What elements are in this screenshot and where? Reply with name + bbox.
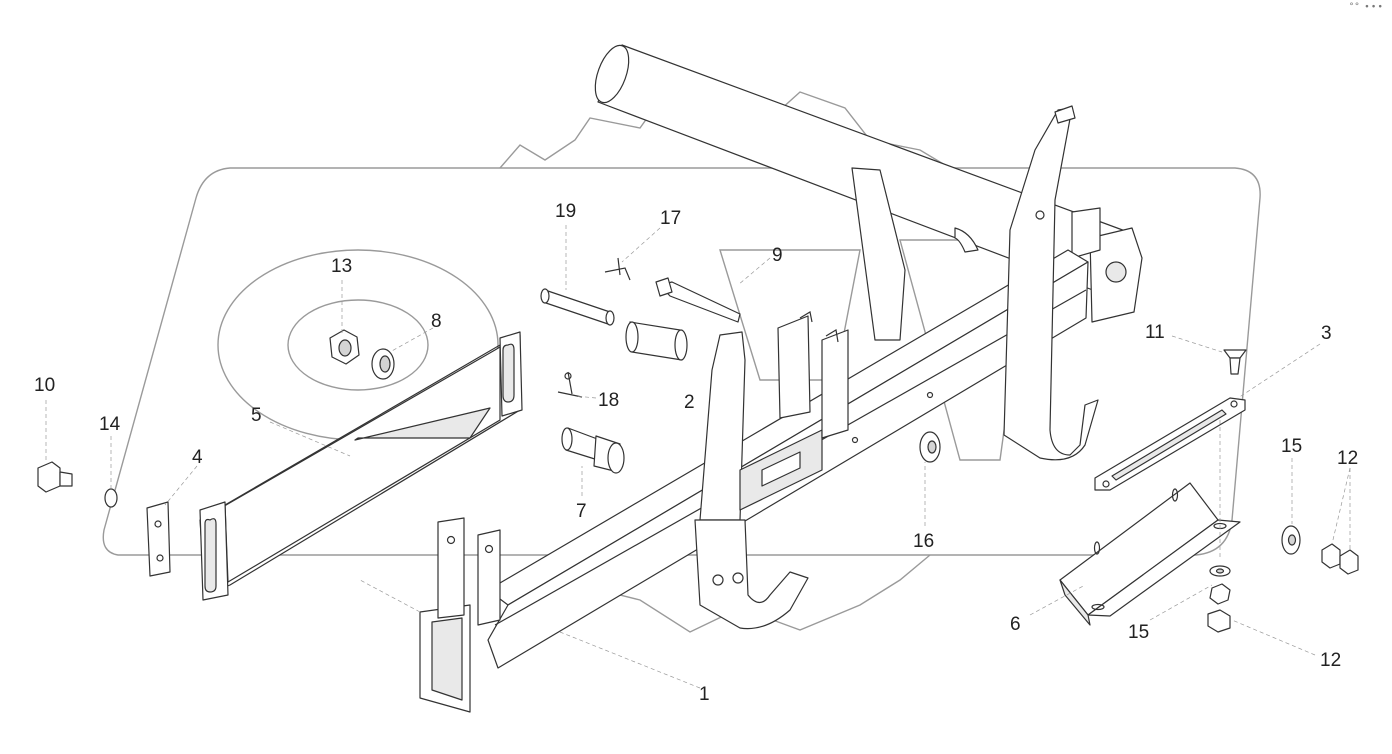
label-13: 13 bbox=[331, 256, 352, 277]
label-2: 2 bbox=[684, 392, 695, 413]
part-10-bolt bbox=[37, 461, 73, 493]
part-11-screw bbox=[1223, 349, 1247, 375]
callout-labels: 1 2 3 4 5 6 7 8 9 10 11 12 12 13 14 15 1… bbox=[34, 201, 1358, 705]
part-19-pin bbox=[540, 288, 615, 326]
part-12-nut-lower-b bbox=[1207, 609, 1231, 633]
part-14-washer bbox=[104, 488, 118, 508]
right-hook-arm bbox=[1003, 105, 1099, 461]
part-12-nut-right-b bbox=[1339, 549, 1359, 575]
label-1: 1 bbox=[699, 684, 710, 705]
part-12-nut-lower-a bbox=[1209, 583, 1231, 605]
label-15-right: 15 bbox=[1281, 436, 1302, 457]
label-15-bottom: 15 bbox=[1128, 622, 1149, 643]
part-15-washer-lower bbox=[1209, 565, 1231, 577]
label-9: 9 bbox=[772, 245, 783, 266]
part-2-bushing bbox=[625, 321, 688, 361]
label-12-right: 12 bbox=[1337, 448, 1358, 469]
part-4-small-plate bbox=[146, 501, 171, 577]
middle-hook-bracket bbox=[694, 311, 849, 630]
corner-glyph: °° ∙∙∙ bbox=[1349, 2, 1384, 12]
label-19: 19 bbox=[555, 201, 576, 222]
label-11: 11 bbox=[1145, 322, 1165, 343]
part-8-washer bbox=[371, 348, 395, 380]
beam-upright bbox=[851, 167, 979, 341]
rear-bracket bbox=[1071, 207, 1143, 323]
part-6-angle-bracket bbox=[1059, 482, 1241, 626]
label-7: 7 bbox=[576, 501, 587, 522]
label-3: 3 bbox=[1321, 323, 1332, 344]
leader-lines bbox=[45, 225, 1351, 689]
label-18: 18 bbox=[598, 390, 619, 411]
label-8: 8 bbox=[431, 311, 442, 332]
part-7-stepped-pin bbox=[561, 427, 625, 474]
part-15-washer-right bbox=[1281, 525, 1301, 555]
label-4: 4 bbox=[192, 447, 203, 468]
label-5: 5 bbox=[251, 405, 262, 426]
part-17-cotter bbox=[604, 257, 631, 281]
label-14: 14 bbox=[99, 414, 121, 435]
part-18-cotter bbox=[557, 371, 583, 398]
part-9-long-bolt bbox=[655, 277, 741, 323]
label-12-bottom: 12 bbox=[1320, 650, 1341, 671]
part-12-nut-right-a bbox=[1321, 543, 1341, 569]
part-13-nut bbox=[329, 329, 360, 365]
label-17: 17 bbox=[660, 208, 681, 229]
label-10: 10 bbox=[34, 375, 55, 396]
label-16: 16 bbox=[913, 531, 934, 552]
label-6: 6 bbox=[1010, 614, 1021, 635]
part-16-washer bbox=[919, 431, 941, 463]
part-3-slotted-bar bbox=[1094, 397, 1246, 491]
part-5-slotted-plate bbox=[199, 331, 523, 601]
